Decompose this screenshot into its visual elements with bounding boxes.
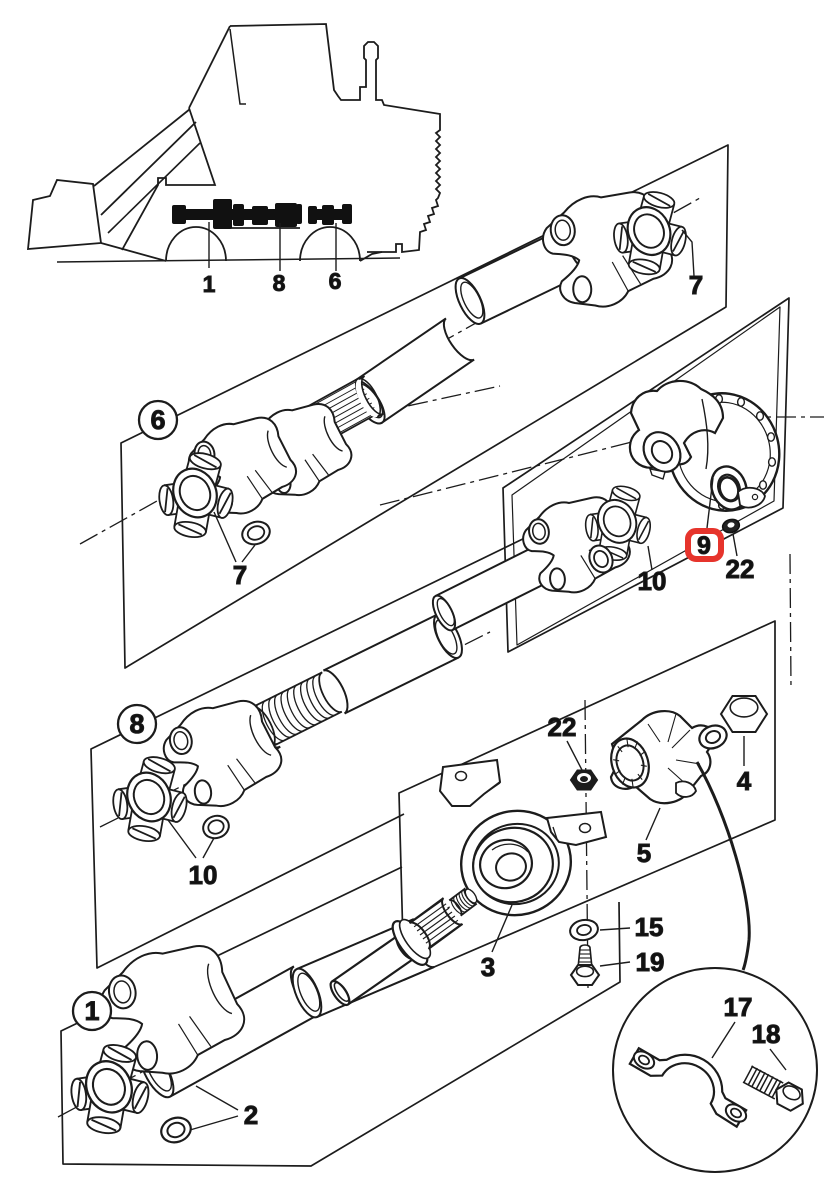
- svg-text:19: 19: [636, 947, 665, 977]
- svg-text:10: 10: [189, 860, 218, 890]
- svg-text:3: 3: [481, 952, 495, 982]
- svg-text:9: 9: [697, 532, 711, 560]
- svg-text:15: 15: [635, 912, 664, 942]
- svg-text:18: 18: [752, 1019, 781, 1049]
- svg-text:22: 22: [548, 712, 577, 742]
- svg-text:7: 7: [233, 560, 247, 590]
- svg-text:5: 5: [637, 838, 651, 868]
- svg-text:10: 10: [638, 566, 667, 596]
- svg-text:6: 6: [150, 405, 165, 435]
- svg-text:22: 22: [726, 554, 755, 584]
- svg-text:8: 8: [273, 270, 286, 296]
- svg-text:17: 17: [724, 992, 753, 1022]
- svg-text:8: 8: [129, 709, 144, 739]
- svg-text:4: 4: [737, 766, 752, 796]
- svg-text:7: 7: [689, 270, 703, 300]
- svg-text:1: 1: [203, 271, 216, 297]
- svg-text:1: 1: [84, 996, 99, 1026]
- svg-text:2: 2: [244, 1100, 258, 1130]
- svg-text:6: 6: [329, 268, 342, 294]
